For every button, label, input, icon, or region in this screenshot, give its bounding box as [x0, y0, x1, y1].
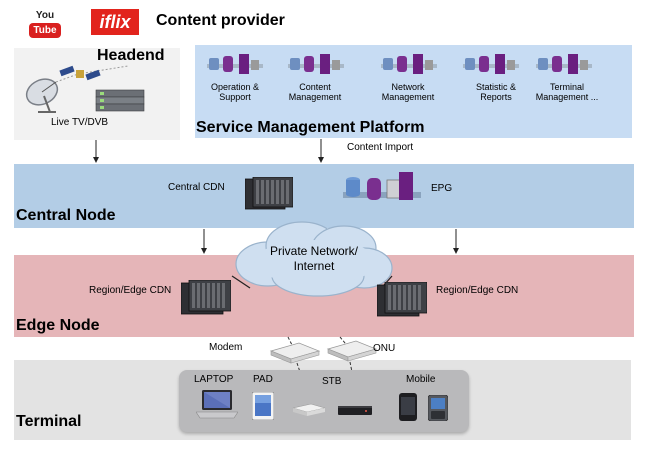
epg-server-icon: [343, 172, 421, 200]
headend-illustration: [25, 65, 145, 113]
private-network-label: Private Network/ Internet: [269, 244, 359, 273]
headend-caption: Live TV/DVB: [51, 117, 109, 128]
service-content-management: Content Management: [288, 82, 342, 102]
content-management-server-icon: [288, 54, 344, 74]
edge-cdn-right-label: Region/Edge CDN: [436, 285, 519, 296]
service-operation-support: Operation & Support: [210, 82, 260, 102]
mobile-phone-icon: [399, 393, 417, 421]
onu-to-terminal-link: [349, 361, 353, 373]
edge-cdn-left-label: Region/Edge CDN: [89, 285, 172, 296]
mobile-label: Mobile: [406, 374, 436, 385]
terminal-management-server-icon: [536, 54, 592, 74]
pad-icon: [252, 392, 274, 420]
satellite-icon: [59, 65, 101, 81]
central-node-title: Central Node: [16, 207, 116, 224]
youtube-logo: You Tube: [27, 8, 63, 40]
operation-support-server-icon: [207, 54, 263, 74]
cloud-to-left-edge-link: [231, 275, 251, 289]
edge-to-onu-link: [339, 336, 351, 350]
edge-node-title: Edge Node: [16, 317, 100, 334]
stb-white-icon: [292, 403, 326, 416]
content-provider-title: Content provider: [156, 12, 285, 29]
modem-icon: [269, 342, 321, 364]
youtube-logo-you: You: [35, 10, 55, 21]
iflix-logo: iflix: [91, 9, 139, 35]
modem-label: Modem: [209, 342, 243, 353]
youtube-logo-tube: Tube: [29, 23, 61, 38]
laptop-label: LAPTOP: [194, 374, 234, 385]
network-management-server-icon: [381, 54, 437, 74]
database-icon: [346, 177, 360, 197]
smp-title: Service Management Platform: [196, 119, 425, 136]
terminal-title: Terminal: [16, 413, 82, 430]
laptop-icon: [196, 390, 238, 419]
stb-black-icon: [338, 406, 372, 415]
pad-label: PAD: [253, 374, 273, 385]
central-node-band: [14, 164, 634, 228]
mobile-pda-icon: [428, 395, 448, 421]
edge-cdn-left-server-icon: [181, 280, 231, 315]
private-network-cloud-icon: [235, 221, 393, 297]
onu-label: ONU: [373, 343, 396, 354]
central-cdn-label: Central CDN: [168, 182, 225, 193]
headend-rack-icon: [95, 89, 145, 112]
stb-label: STB: [322, 376, 342, 387]
headend-title: Headend: [97, 47, 165, 64]
epg-label: EPG: [431, 183, 453, 194]
edge-cdn-right-server-icon: [377, 282, 427, 317]
service-network-management: Network Management: [381, 82, 435, 102]
central-cdn-server-icon: [245, 177, 293, 210]
onu-icon: [326, 340, 378, 362]
service-terminal-management: Terminal Management ...: [535, 82, 599, 102]
service-statistic-reports: Statistic & Reports: [475, 82, 516, 102]
content-import-label: Content Import: [347, 142, 414, 153]
satellite-dish-icon: [25, 78, 59, 113]
statistic-reports-server-icon: [463, 54, 519, 74]
